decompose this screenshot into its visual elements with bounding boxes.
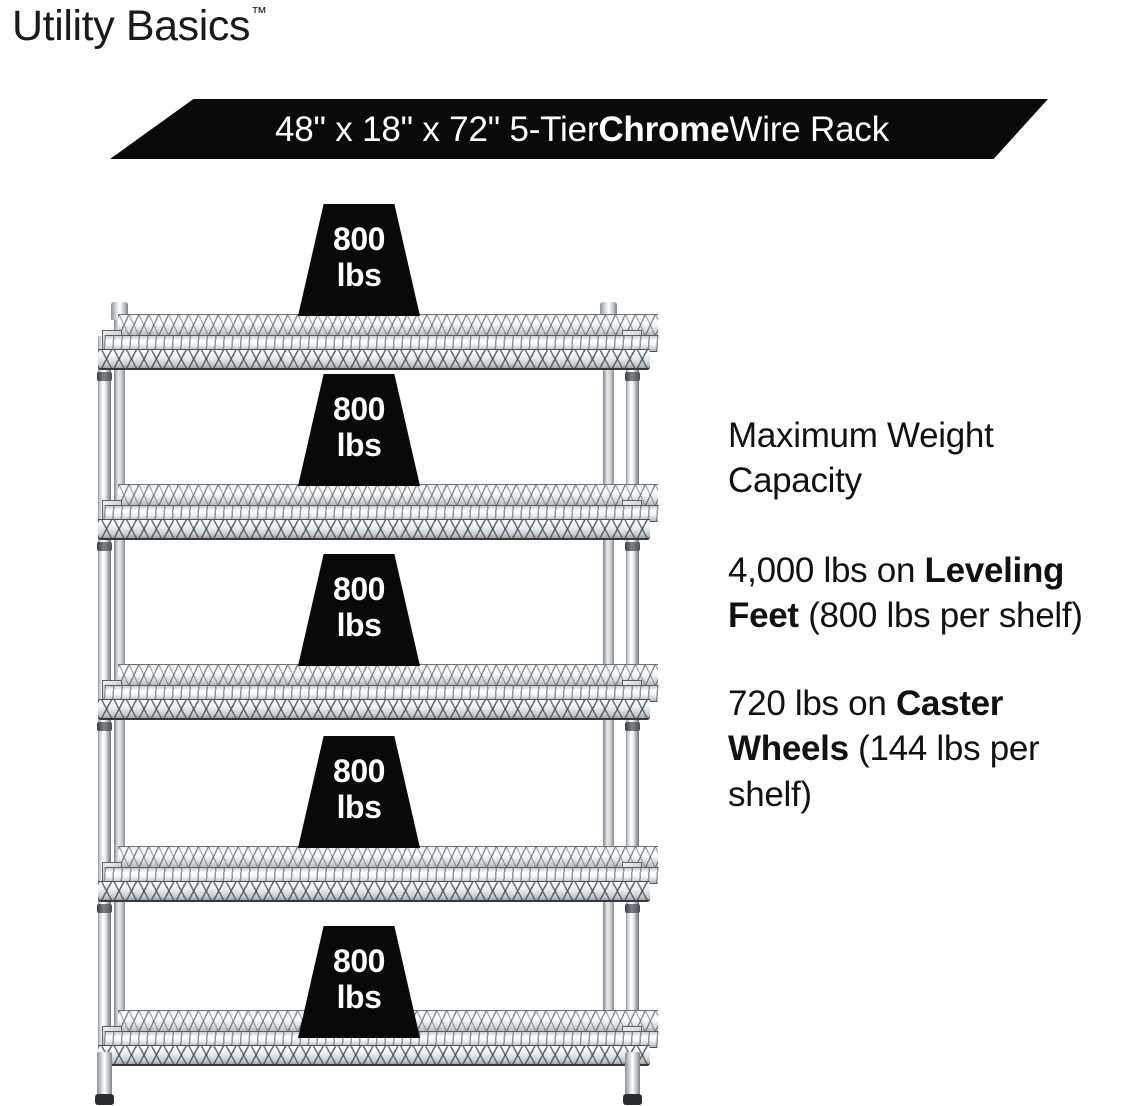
capacity-callout-shelf-2: 800 lbs <box>298 374 420 486</box>
shelf-front-truss <box>98 349 650 370</box>
capacity-callout-shelf-5: 800 lbs <box>298 926 420 1038</box>
title-banner: 48" x 18" x 72" 5-Tier Chrome Wire Rack <box>110 99 1048 159</box>
callout-value: 800 <box>333 221 385 258</box>
shelf-rear-truss <box>118 846 658 868</box>
capacity-callout-shelf-3: 800 lbs <box>298 554 420 666</box>
callout-unit: lbs <box>336 789 382 825</box>
shelf-front-truss <box>98 699 650 720</box>
post-collar <box>625 372 640 381</box>
callout-value: 800 <box>333 571 385 608</box>
shelf-front-truss <box>98 519 650 540</box>
spec-lead: 4,000 lbs on <box>728 550 925 590</box>
brand-name: Utility Basics <box>12 2 251 50</box>
shelf-front-truss <box>98 1045 650 1066</box>
callout-unit: lbs <box>336 979 382 1015</box>
post-collar <box>97 372 112 381</box>
leveling-foot-front-right <box>623 1052 642 1105</box>
callout-unit: lbs <box>336 607 382 643</box>
callout-text: 800 lbs <box>298 736 420 848</box>
brand-wordmark: Utility Basics™ <box>12 2 268 50</box>
spec-emphasis: Caster Wheels <box>728 683 1004 769</box>
shelf-tier-3 <box>88 664 659 720</box>
spec-lead: 720 lbs on <box>728 683 896 723</box>
callout-value: 800 <box>333 753 385 790</box>
spec-tail: (800 lbs per shelf) <box>798 596 1083 636</box>
shelf-rear-truss <box>118 484 658 506</box>
banner-text-emphasis: Chrome <box>598 109 730 149</box>
callout-unit: lbs <box>336 427 382 463</box>
callout-value: 800 <box>333 391 385 428</box>
capacity-callout-shelf-4: 800 lbs <box>298 736 420 848</box>
callout-text: 800 lbs <box>298 554 420 666</box>
callout-value: 800 <box>333 943 385 980</box>
wire-rack-illustration: 800 lbs 800 lbs 800 lbs 800 lbs <box>88 204 659 1106</box>
spec-tail: (144 lbs per shelf) <box>728 729 1040 814</box>
shelf-rear-truss <box>118 314 658 336</box>
callout-text: 800 lbs <box>298 374 420 486</box>
shelf-tier-1 <box>88 314 659 370</box>
post-collar <box>97 904 112 913</box>
banner-text-suffix: Wire Rack <box>729 109 890 149</box>
spec-emphasis: Leveling Feet <box>728 550 1065 636</box>
leveling-foot-front-left <box>95 1052 114 1105</box>
spec-heading: Maximum Weight Capacity <box>728 416 994 500</box>
banner-text-prefix: 48" x 18" x 72" 5-Tier <box>274 109 599 149</box>
spec-copy-block: Maximum Weight Capacity 4,000 lbs on Lev… <box>728 414 1110 859</box>
spec-item-caster-wheels: 720 lbs on Caster Wheels (144 lbs per sh… <box>728 681 1110 818</box>
spec-item-leveling-feet: 4,000 lbs on Leveling Feet (800 lbs per … <box>728 548 1110 639</box>
post-collar <box>97 722 112 731</box>
callout-text: 800 lbs <box>298 926 420 1038</box>
callout-unit: lbs <box>336 257 382 293</box>
shelf-rear-truss <box>118 664 658 686</box>
post-collar <box>625 722 640 731</box>
banner-shape <box>110 99 1048 159</box>
post-collar <box>625 542 640 551</box>
banner-text: 48" x 18" x 72" 5-Tier Chrome Wire Rack <box>110 99 1048 159</box>
trademark-symbol: ™ <box>251 5 268 22</box>
post-collar <box>97 542 112 551</box>
post-collar <box>625 904 640 913</box>
shelf-tier-2 <box>88 484 659 540</box>
shelf-front-truss <box>98 881 650 902</box>
capacity-callout-shelf-1: 800 lbs <box>298 204 420 316</box>
shelf-tier-4 <box>88 846 659 902</box>
callout-text: 800 lbs <box>298 204 420 316</box>
